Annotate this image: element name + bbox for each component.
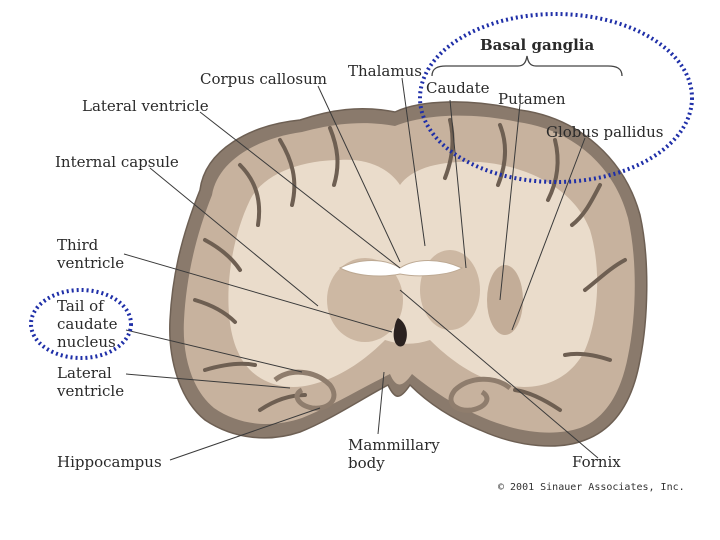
label-caudate: Caudate xyxy=(426,79,490,97)
sulci xyxy=(193,118,627,412)
hippocampus-left xyxy=(273,369,337,411)
putamen-region xyxy=(487,265,523,335)
label-lateral-ventricle-bottom: Lateral ventricle xyxy=(57,364,125,400)
label-mammillary-body: Mammillary body xyxy=(348,436,440,472)
label-third-ventricle: Third ventricle xyxy=(57,236,125,272)
label-putamen: Putamen xyxy=(498,90,566,108)
label-tail-of-caudate-nucleus: Tail of caudate nucleus xyxy=(57,297,118,351)
third-ventricle-shape xyxy=(393,318,407,347)
label-lateral-ventricle-top: Lateral ventricle xyxy=(82,97,209,115)
brain-section xyxy=(169,101,648,447)
thalamus-region xyxy=(327,258,403,342)
leader-lines xyxy=(123,77,599,461)
label-basal-ganglia: Basal ganglia xyxy=(480,36,595,54)
tail-of-caudate-highlight-circle xyxy=(29,288,133,360)
copyright-notice: © 2001 Sinauer Associates, Inc. xyxy=(498,482,685,493)
label-thalamus: Thalamus xyxy=(348,62,422,80)
basal-ganglia-highlight-circle xyxy=(418,12,694,184)
label-fornix: Fornix xyxy=(572,453,621,471)
lateral-ventricle-shape xyxy=(338,260,464,277)
label-hippocampus: Hippocampus xyxy=(57,453,162,471)
label-internal-capsule: Internal capsule xyxy=(55,153,179,171)
hippocampus-right xyxy=(448,376,512,413)
basal-ganglia-bracket xyxy=(431,55,623,77)
label-globus-pallidus: Globus pallidus xyxy=(546,123,664,141)
label-corpus-callosum: Corpus callosum xyxy=(200,70,327,88)
